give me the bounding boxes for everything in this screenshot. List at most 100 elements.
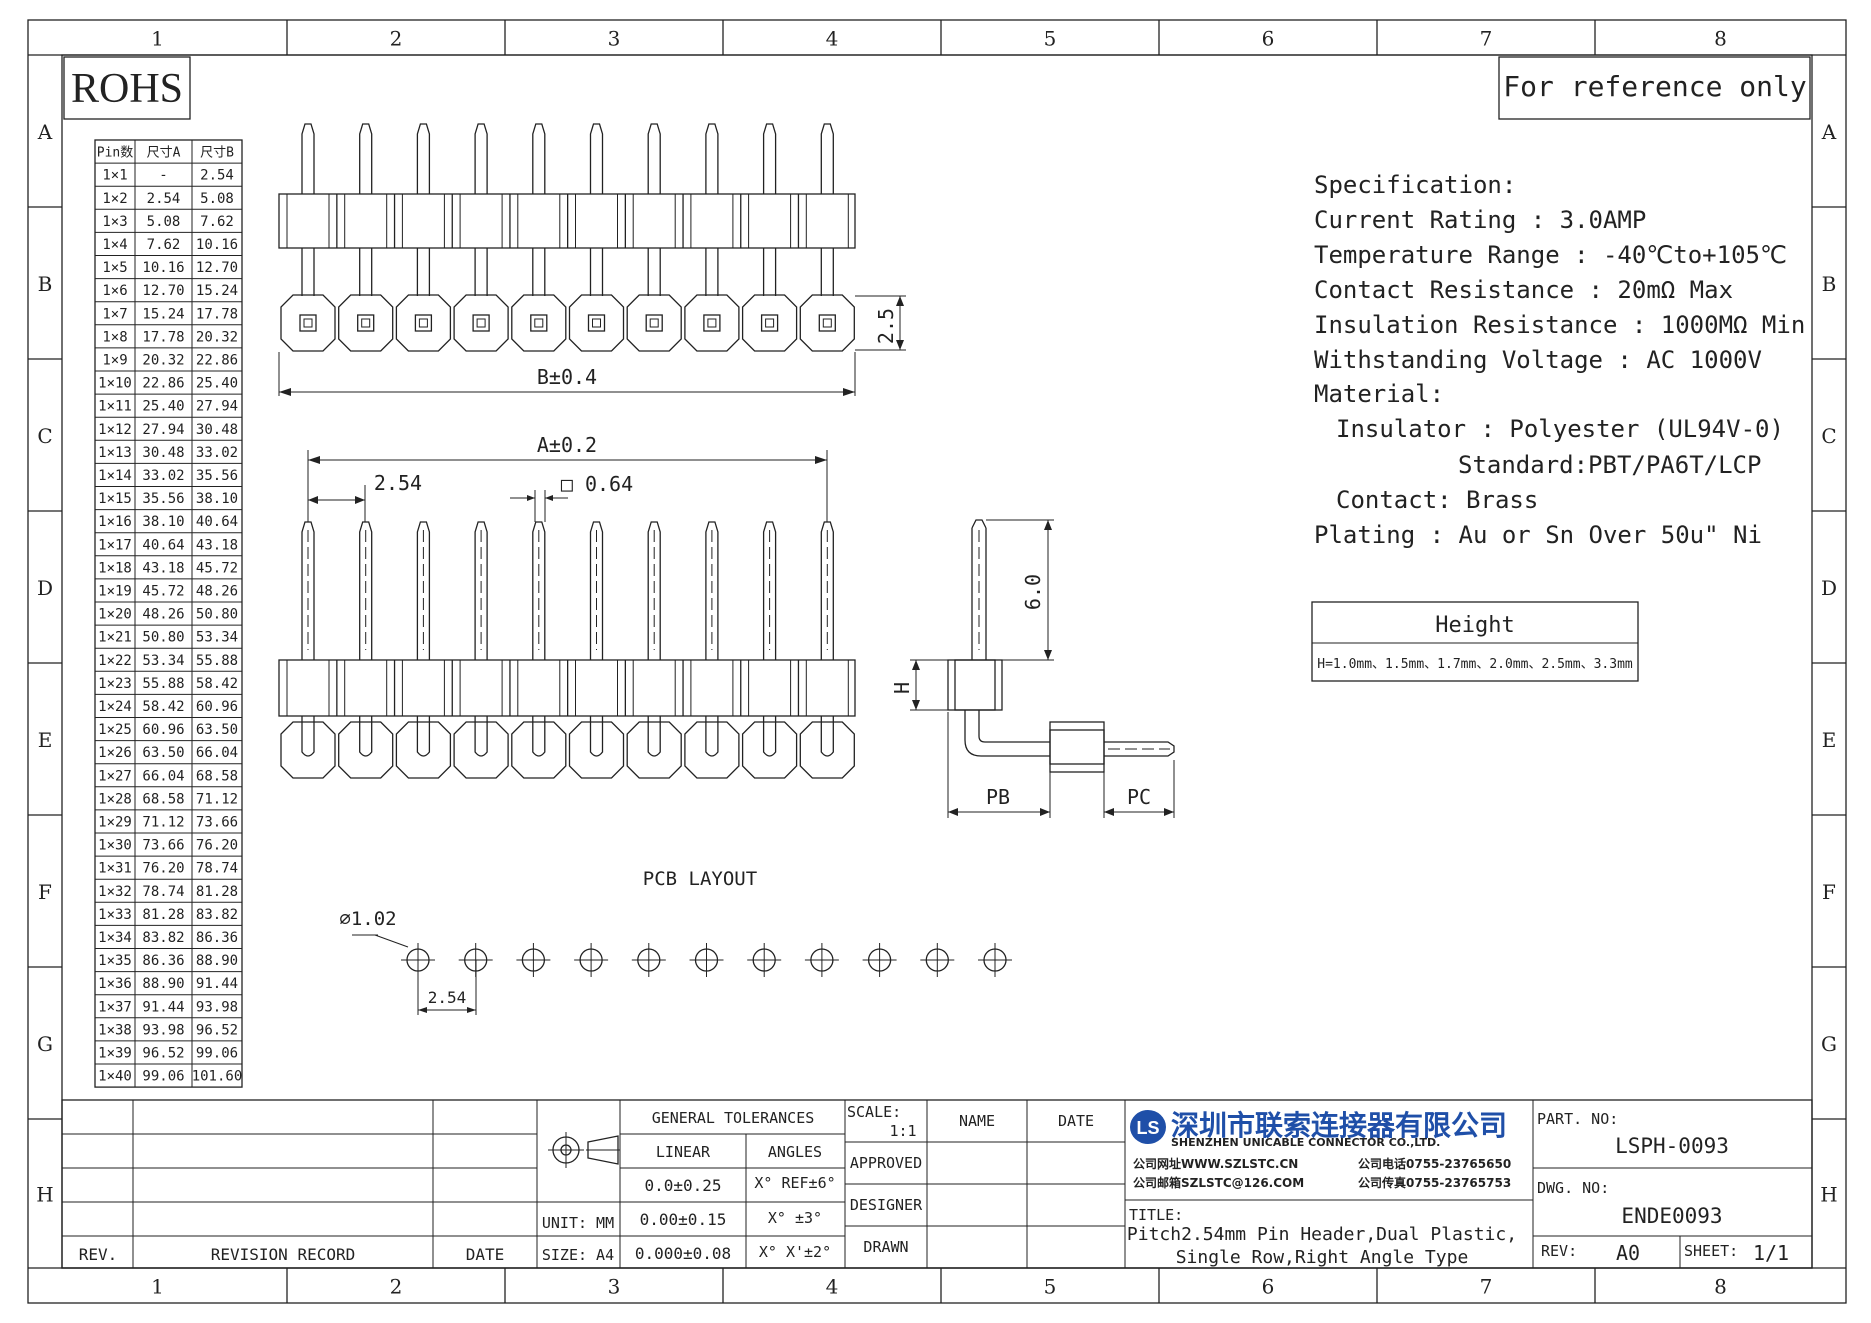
table-cell: 33.02 xyxy=(196,445,238,461)
title-label: TITLE: xyxy=(1129,1206,1183,1224)
table-cell: 76.20 xyxy=(196,838,238,854)
dim-b-total: B±0.4 xyxy=(537,365,597,389)
table-cell: 1×20 xyxy=(98,607,132,623)
revision-record-header: REVISION RECORD xyxy=(211,1245,356,1264)
table-cell: 1×33 xyxy=(98,907,132,923)
spec-line: Contact Resistance : 20mΩ Max xyxy=(1314,276,1733,304)
table-cell: 1×38 xyxy=(98,1022,132,1038)
general-tolerances: GENERAL TOLERANCES xyxy=(652,1109,815,1127)
zone-row-label: D xyxy=(37,576,53,600)
table-cell: 1×16 xyxy=(98,514,132,530)
table-cell: 83.82 xyxy=(196,907,238,923)
table-cell: 71.12 xyxy=(142,814,184,830)
zone-row-label: G xyxy=(37,1032,53,1056)
table-cell: 53.34 xyxy=(196,630,238,646)
table-cell: 43.18 xyxy=(196,537,238,553)
spec-line: Withstanding Voltage : AC 1000V xyxy=(1314,346,1762,374)
table-cell: 1×8 xyxy=(102,329,127,345)
table-cell: 68.58 xyxy=(142,791,184,807)
table-cell: 22.86 xyxy=(196,352,238,368)
zone-column-label: 3 xyxy=(608,27,621,51)
dim-pc: PC xyxy=(1127,785,1151,809)
angles-header: ANGLES xyxy=(768,1143,822,1161)
table-cell: 55.88 xyxy=(196,653,238,669)
table-cell: 73.66 xyxy=(196,814,238,830)
spec-line: Insulator : Polyester (UL94V-0) xyxy=(1336,415,1784,443)
top-view xyxy=(278,123,856,352)
table-cell: 60.96 xyxy=(142,722,184,738)
table-cell: 1×30 xyxy=(98,838,132,854)
table-cell: 88.90 xyxy=(142,976,184,992)
zone-column-label: 5 xyxy=(1044,1275,1057,1299)
table-cell: 1×10 xyxy=(98,376,132,392)
tol-angles-1: X° ±3° xyxy=(768,1209,822,1227)
table-cell: 1×9 xyxy=(102,352,127,368)
table-cell: 45.72 xyxy=(142,583,184,599)
table-cell: 7.62 xyxy=(147,237,181,253)
table-cell: 86.36 xyxy=(142,953,184,969)
height-title: Height xyxy=(1435,613,1514,638)
table-cell: 53.34 xyxy=(142,653,184,669)
table-cell: 17.78 xyxy=(142,329,184,345)
table-cell: 15.24 xyxy=(196,283,238,299)
table-cell: 17.78 xyxy=(196,306,238,322)
tol-angles-0: X° REF±6° xyxy=(754,1174,835,1192)
table-cell: 2.54 xyxy=(147,191,181,207)
table-cell: 63.50 xyxy=(196,722,238,738)
zone-row-label: H xyxy=(36,1183,53,1207)
company-name-en: SHENZHEN UNICABLE CONNECTOR CO.,LTD. xyxy=(1171,1136,1440,1149)
table-cell: 22.86 xyxy=(142,376,184,392)
top-view-dimensions: B±0.4 2.5 xyxy=(278,295,906,396)
drawn-label: DRAWN xyxy=(863,1238,908,1256)
table-cell: - xyxy=(159,168,167,184)
table-cell: 20.32 xyxy=(196,329,238,345)
table-cell: 101.60 xyxy=(192,1069,243,1085)
sheet-value: 1/1 xyxy=(1753,1241,1789,1265)
table-cell: 1×3 xyxy=(102,214,127,230)
table-cell: 10.16 xyxy=(196,237,238,253)
table-cell: 5.08 xyxy=(200,191,234,207)
table-cell: 50.80 xyxy=(196,607,238,623)
table-cell: 33.02 xyxy=(142,468,184,484)
outer-border xyxy=(27,19,1847,1304)
table-cell: 1×22 xyxy=(98,653,132,669)
table-cell: 50.80 xyxy=(142,630,184,646)
zone-column-label: 7 xyxy=(1480,1275,1493,1299)
table-cell: 1×15 xyxy=(98,491,132,507)
table-header: 尺寸B xyxy=(200,146,234,161)
rev-header: REV. xyxy=(79,1245,118,1264)
table-cell: 30.48 xyxy=(196,422,238,438)
part-no: LSPH-0093 xyxy=(1615,1134,1729,1158)
unit-label: UNIT: MM xyxy=(542,1214,614,1232)
zone-column-label: 3 xyxy=(608,1275,621,1299)
front-view-dimensions: A±0.2 2.54 □ 0.64 xyxy=(307,433,828,522)
title-line-2: Single Row,Right Angle Type xyxy=(1176,1247,1469,1268)
dwg-no: ENDE0093 xyxy=(1621,1204,1722,1228)
table-cell: 25.40 xyxy=(196,376,238,392)
table-cell: 12.70 xyxy=(142,283,184,299)
table-cell: 1×36 xyxy=(98,976,132,992)
height-values: H=1.0mm、1.5mm、1.7mm、2.0mm、2.5mm、3.3mm xyxy=(1317,657,1633,672)
table-cell: 1×37 xyxy=(98,999,132,1015)
pcb-layout xyxy=(401,943,1012,977)
table-cell: 1×21 xyxy=(98,630,132,646)
height-box xyxy=(1311,601,1639,682)
rev-value: A0 xyxy=(1616,1241,1640,1265)
table-cell: 81.28 xyxy=(196,884,238,900)
dim-hole-dia: ⌀1.02 xyxy=(339,908,396,930)
zone-row-label: B xyxy=(38,272,53,296)
table-cell: 12.70 xyxy=(196,260,238,276)
zone-column-label: 1 xyxy=(151,27,164,51)
table-cell: 1×35 xyxy=(98,953,132,969)
table-cell: 1×18 xyxy=(98,560,132,576)
size-label: SIZE: A4 xyxy=(542,1246,614,1264)
dwg-no-label: DWG. NO: xyxy=(1537,1179,1609,1197)
scale-label: SCALE: xyxy=(847,1103,901,1121)
table-cell: 7.62 xyxy=(200,214,234,230)
table-cell: 1×2 xyxy=(102,191,127,207)
zone-column-label: 4 xyxy=(826,1275,839,1299)
spec-line: Standard:PBT/PA6T/LCP xyxy=(1458,451,1761,479)
table-cell: 78.74 xyxy=(142,884,184,900)
front-view xyxy=(278,521,856,779)
